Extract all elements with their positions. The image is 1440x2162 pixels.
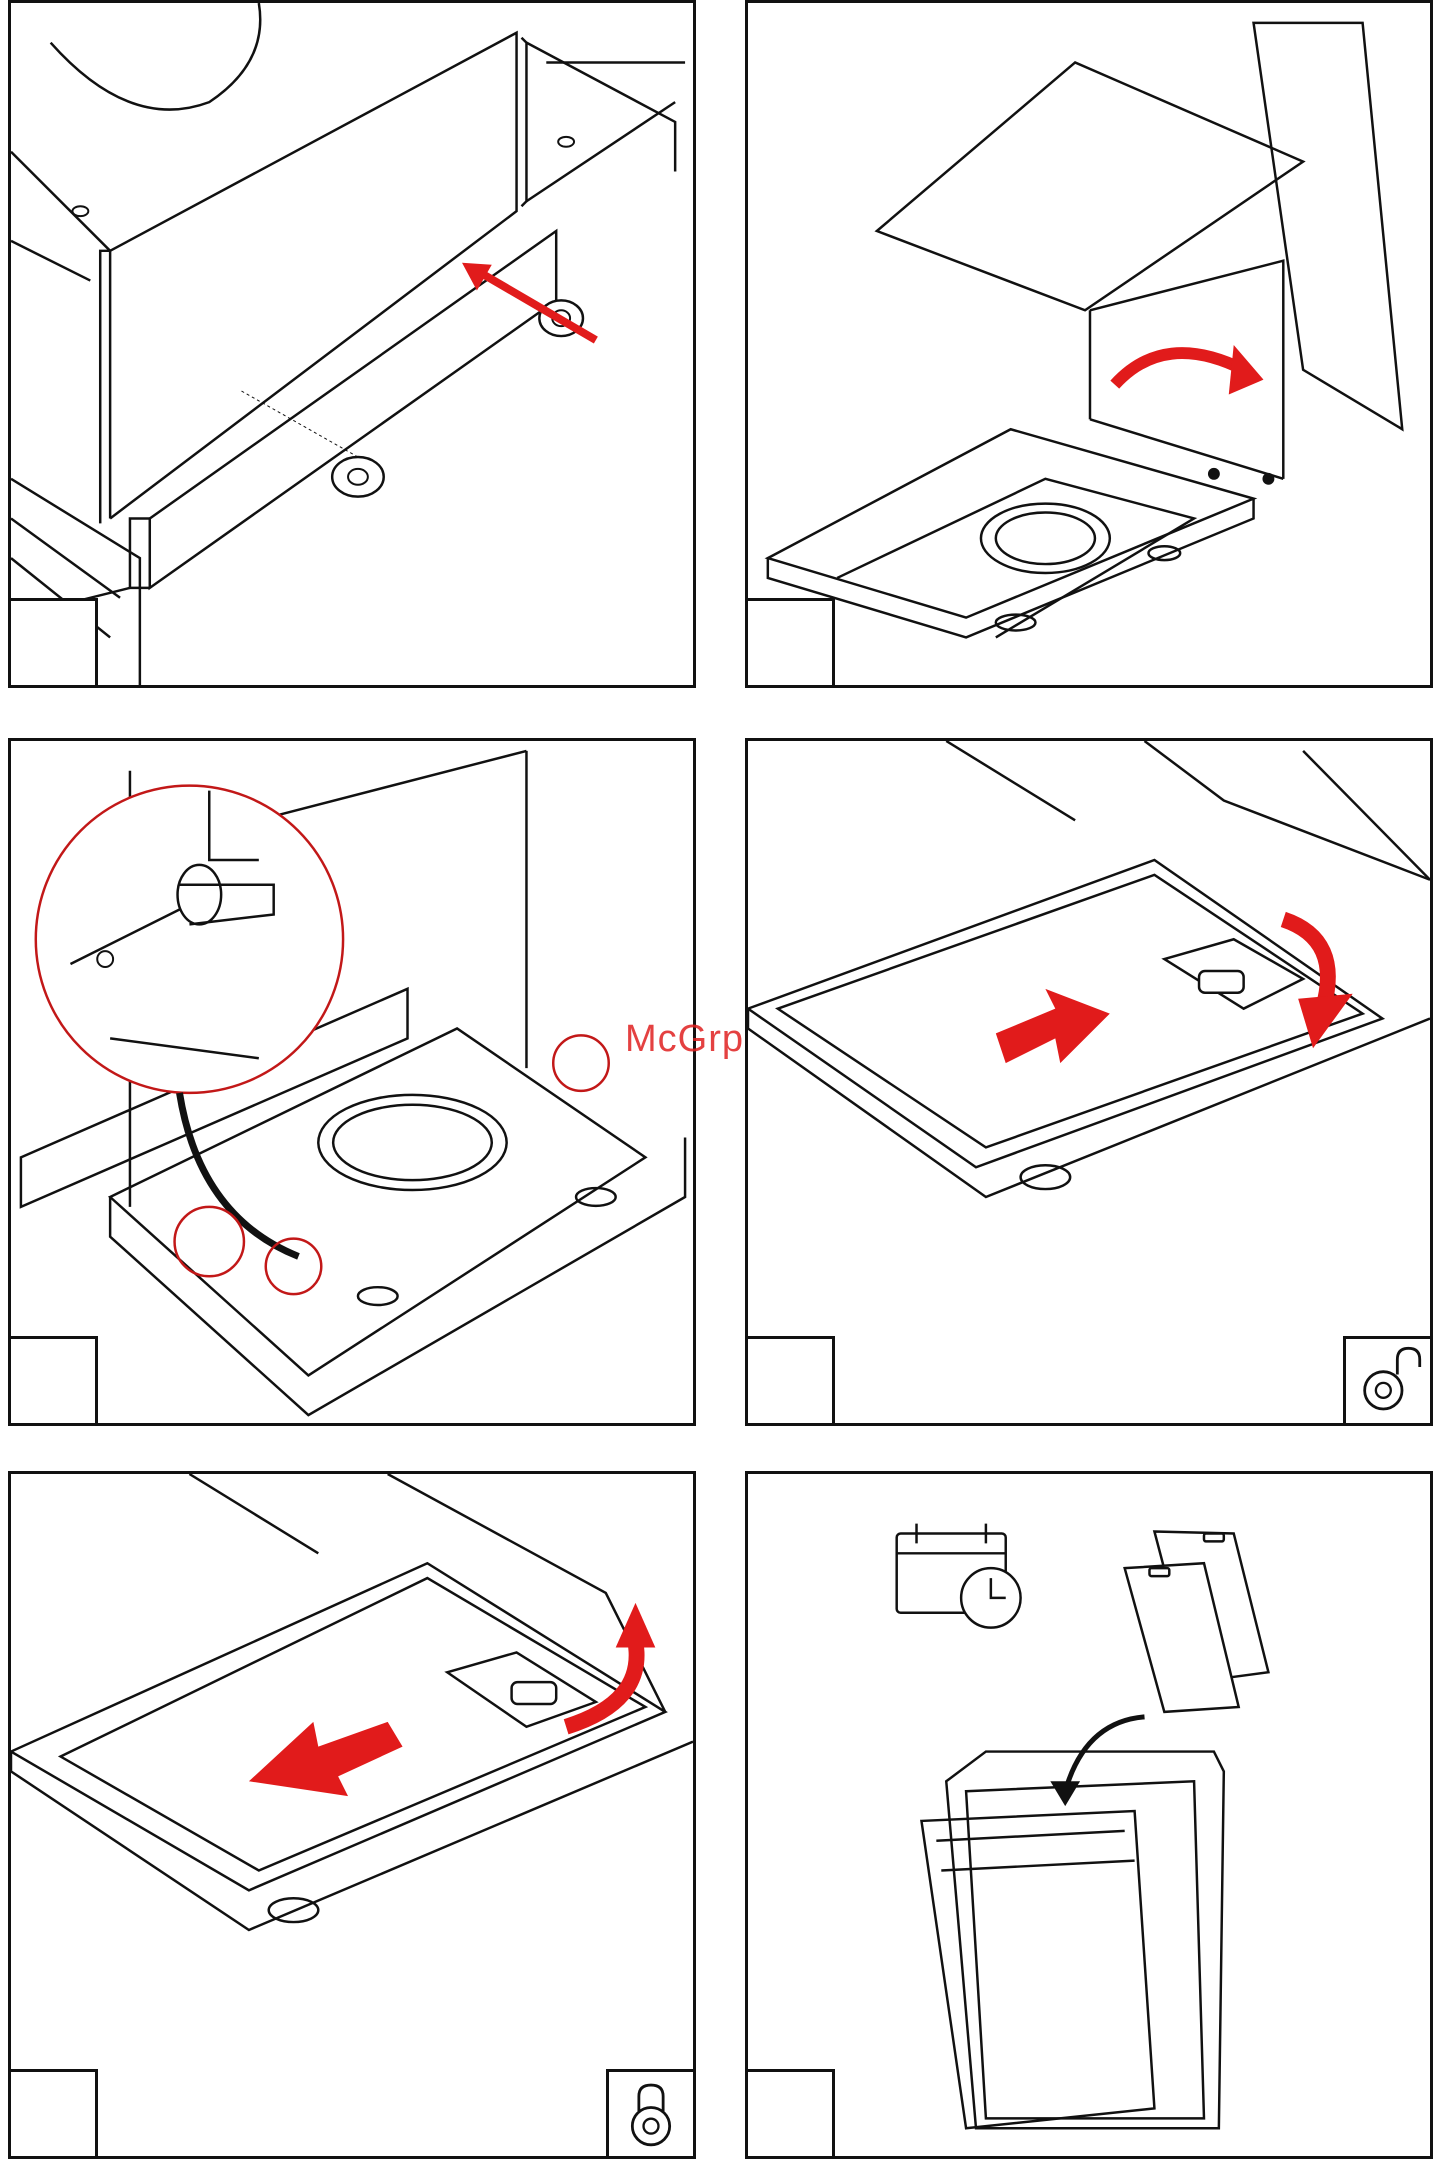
unlock-icon-box	[1343, 1336, 1433, 1426]
calendar-clock-icon	[897, 1524, 1021, 1628]
rotate-arrow-icon	[1115, 345, 1264, 395]
step-number-box	[8, 2069, 98, 2159]
hood-underside-detail	[11, 741, 693, 1423]
dishwasher	[921, 1752, 1223, 2129]
filter-removal-illustration	[748, 741, 1430, 1423]
hood-chimney-illustration	[748, 3, 1430, 685]
step-number-box	[745, 1336, 835, 1426]
panel-step-2	[745, 0, 1433, 688]
magnifier-detail-icon	[36, 786, 343, 1093]
step-number-box	[8, 598, 98, 688]
panel-step-6	[745, 1471, 1433, 2159]
dishwasher-cleaning-illustration	[748, 1474, 1430, 2156]
panel-step-3	[8, 738, 696, 1426]
unlock-icon	[1346, 1339, 1430, 1423]
panel-step-4	[745, 738, 1433, 1426]
lock-icon	[609, 2072, 693, 2156]
step-number-box	[8, 1336, 98, 1426]
lock-icon-box	[606, 2069, 696, 2159]
step-number-box	[745, 598, 835, 688]
filter-panels	[1125, 1531, 1269, 1711]
screw-arrow-icon	[462, 263, 596, 340]
hood-mounting-illustration	[11, 3, 693, 685]
step-number-box	[745, 2069, 835, 2159]
panel-step-5	[8, 1471, 696, 2159]
filter-insertion-illustration	[11, 1474, 693, 2156]
slide-arrow-icon	[249, 1722, 403, 1796]
slide-arrow-icon	[996, 989, 1110, 1063]
panel-step-1	[8, 0, 696, 688]
